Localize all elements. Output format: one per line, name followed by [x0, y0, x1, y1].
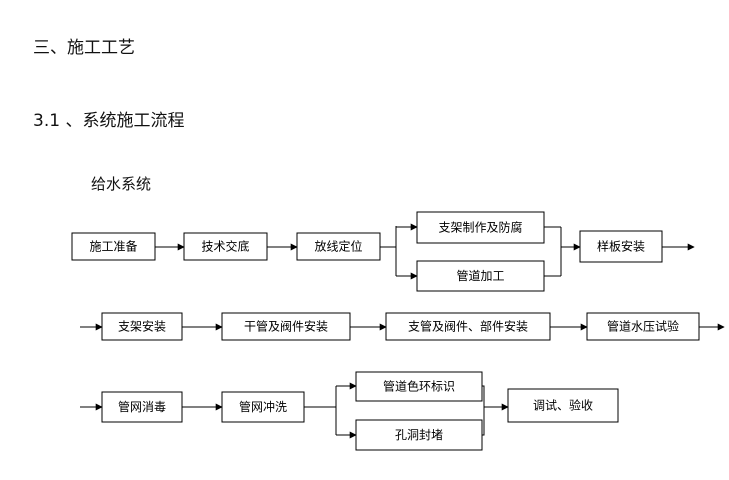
- flow-node-label: 支架安装: [118, 319, 166, 334]
- flow-node-3: 放线定位: [296, 232, 381, 261]
- flow-node-14: 孔洞封堵: [355, 419, 483, 451]
- flow-node-box: [71, 232, 156, 261]
- flow-node-box: [385, 312, 551, 341]
- flow-node-10: 管道水压试验: [586, 312, 700, 341]
- flow-connector-23: [482, 385, 485, 436]
- flow-node-box: [507, 388, 619, 423]
- flow-node-label: 干管及阀件安装: [244, 319, 328, 334]
- flow-node-label: 管网消毒: [118, 399, 166, 414]
- flow-node-4: 支架制作及防腐: [416, 211, 545, 244]
- flow-node-12: 管网冲洗: [221, 391, 305, 423]
- flow-node-box: [416, 211, 545, 244]
- flow-node-box: [221, 391, 305, 423]
- flow-node-label: 管道加工: [456, 268, 504, 283]
- flow-node-8: 干管及阀件安装: [221, 312, 351, 341]
- subsection-heading: 3.1 、系统施工流程: [33, 111, 185, 131]
- flow-node-label: 管道水压试验: [607, 319, 679, 334]
- flow-node-1: 施工准备: [71, 232, 156, 261]
- flow-node-box: [101, 312, 183, 341]
- flow-node-box: [416, 260, 545, 292]
- flow-connectors: [80, 223, 725, 439]
- flow-node-label: 样板安装: [597, 239, 645, 254]
- flow-node-box: [355, 371, 483, 402]
- flow-node-label: 支管及阀件、部件安装: [408, 319, 528, 334]
- flow-node-label: 孔洞封堵: [395, 428, 443, 442]
- section-heading: 三、施工工艺: [33, 38, 135, 58]
- flow-node-box: [221, 312, 351, 341]
- flow-node-2: 技术交底: [183, 232, 268, 261]
- flow-node-13: 管道色环标识: [355, 371, 483, 402]
- flow-node-6: 样板安装: [579, 230, 663, 263]
- flow-node-label: 技术交底: [201, 239, 249, 254]
- flow-node-5: 管道加工: [416, 260, 545, 292]
- flow-node-box: [101, 391, 183, 423]
- flow-node-label: 支架制作及防腐: [438, 220, 522, 235]
- flow-node-label: 管网冲洗: [239, 399, 287, 414]
- flow-node-box: [579, 230, 663, 263]
- flow-node-label: 调试、验收: [533, 398, 593, 413]
- flow-node-9: 支管及阀件、部件安装: [385, 312, 551, 341]
- flow-node-box: [296, 232, 381, 261]
- system-heading: 给水系统: [91, 175, 152, 193]
- flow-node-label: 放线定位: [314, 239, 362, 254]
- flow-node-box: [183, 232, 268, 261]
- flow-node-box: [586, 312, 700, 341]
- flow-node-11: 管网消毒: [101, 391, 183, 423]
- flow-node-15: 调试、验收: [507, 388, 619, 423]
- flow-node-box: [355, 419, 483, 451]
- flow-node-label: 管道色环标识: [383, 379, 455, 394]
- flow-node-7: 支架安装: [101, 312, 183, 341]
- flow-node-label: 施工准备: [89, 240, 137, 254]
